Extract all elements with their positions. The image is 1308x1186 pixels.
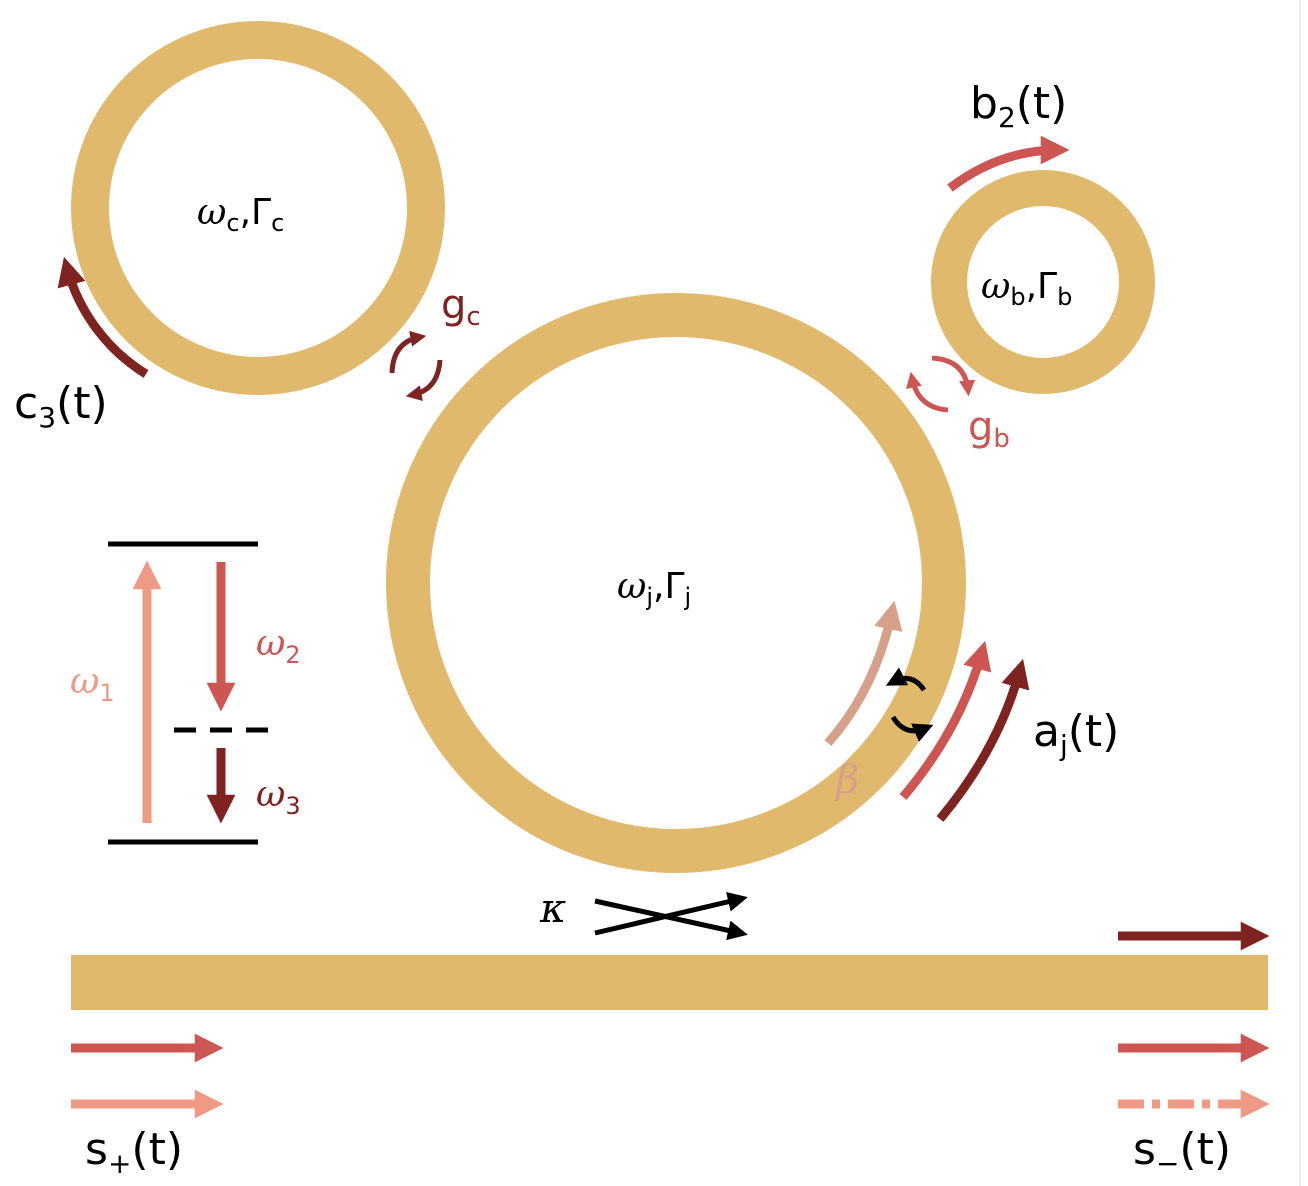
s-minus-label: s−(t) (1133, 1124, 1231, 1180)
kappa-coupling-label: κ (539, 886, 566, 932)
ring-c-label: ωc,Γc (197, 192, 284, 237)
b2-mode-label: b2(t) (970, 78, 1067, 134)
gb-coupling-label: gb (968, 404, 1010, 454)
ring-b (931, 170, 1155, 394)
aj-mode-arrow-dark (936, 658, 1030, 822)
kappa-arrow-up (594, 892, 748, 936)
gc-coupling-arrow-lower (405, 359, 443, 402)
beta-coupling-arrow-lower (890, 715, 934, 742)
c3-mode-arrow (57, 256, 149, 378)
ring-c (71, 21, 445, 395)
ring-j (386, 293, 966, 873)
omega3-label: ω3 (256, 774, 301, 820)
s-plus-label: s+(t) (85, 1124, 183, 1180)
beta-backward-arrow (824, 600, 903, 746)
bus-waveguide (71, 955, 1268, 1010)
c3-mode-label: c3(t) (14, 378, 108, 434)
gb-coupling-arrow-upper (931, 355, 975, 397)
omega2-label: ω2 (256, 623, 301, 669)
beta-coupling-label: β (834, 757, 859, 803)
gc-coupling-arrow-upper (389, 330, 427, 374)
ring-b-label: ωb,Γb (981, 266, 1072, 311)
gb-coupling-arrow-lower (906, 371, 949, 413)
aj-mode-arrow-red (899, 640, 992, 800)
ring-j-label: ωj,Γj (617, 566, 691, 611)
aj-mode-label: aj(t) (1033, 706, 1119, 762)
beta-coupling-arrow-upper (885, 667, 927, 692)
gc-coupling-label: gc (441, 282, 481, 332)
b2-mode-arrow (947, 135, 1070, 192)
omega1-label: ω1 (70, 661, 115, 707)
